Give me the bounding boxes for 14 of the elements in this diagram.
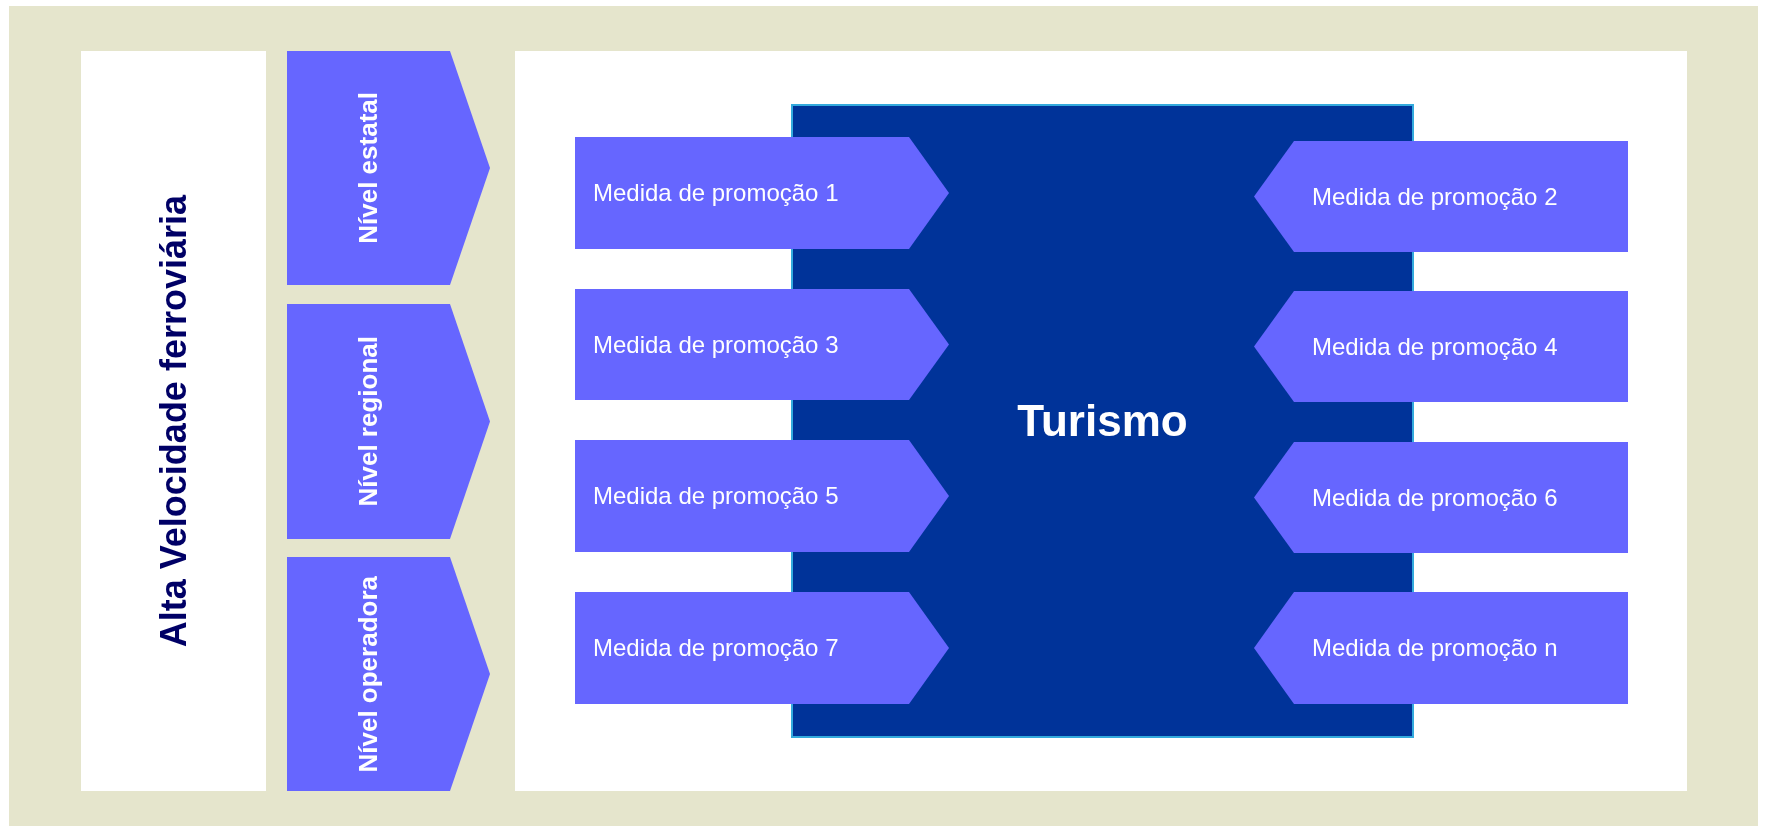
- measure-label: Medida de promoção 4: [1312, 332, 1558, 361]
- measure-label: Medida de promoção 1: [593, 179, 839, 207]
- level-label: Nível regional: [353, 336, 384, 507]
- measure-label: Medida de promoção 2: [1312, 182, 1558, 211]
- side-panel: [81, 51, 266, 791]
- measure-label: Medida de promoção 6: [1312, 483, 1558, 512]
- measure-label: Medida de promoção 3: [593, 330, 839, 359]
- level-label: Nível estatal: [353, 92, 384, 244]
- measure-label: Medida de promoção 5: [593, 482, 839, 510]
- measure-label: Medida de promoção 7: [593, 634, 839, 662]
- box-title: Turismo: [1017, 396, 1188, 446]
- panel-title: Alta Velocidade ferroviária: [152, 194, 195, 648]
- level-label: Nível operadora: [353, 575, 384, 773]
- measure-label: Medida de promoção n: [1312, 634, 1558, 662]
